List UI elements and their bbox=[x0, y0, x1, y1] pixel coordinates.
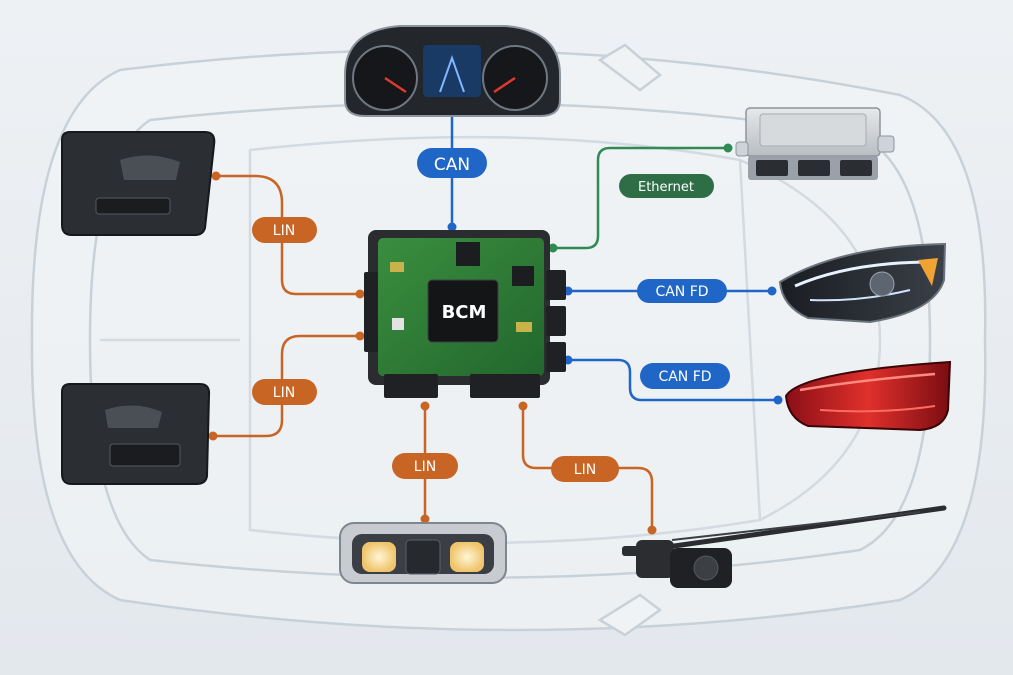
door-panel-icon bbox=[61, 131, 216, 236]
badge-door-front: LIN bbox=[252, 217, 317, 243]
badge-door-rear: LIN bbox=[252, 379, 317, 405]
headlamp-icon bbox=[778, 242, 947, 324]
gateway-ecu-icon bbox=[735, 107, 895, 180]
door-panel-icon bbox=[61, 383, 211, 485]
dome-light-icon bbox=[339, 522, 507, 584]
wiper-motor-icon bbox=[622, 505, 947, 588]
badge-wiper: LIN bbox=[551, 456, 619, 482]
badge-label-taillamp: CAN FD bbox=[658, 369, 711, 385]
wire-taillamp bbox=[566, 358, 778, 402]
badge-cluster: CAN bbox=[417, 148, 487, 178]
taillamp-icon bbox=[784, 360, 952, 432]
badge-gateway: Ethernet bbox=[619, 174, 714, 198]
instrument-cluster-icon bbox=[344, 25, 561, 117]
badge-label-headlamp: CAN FD bbox=[655, 284, 708, 300]
badge-taillamp: CAN FD bbox=[640, 363, 730, 389]
badge-label-gateway: Ethernet bbox=[638, 180, 694, 195]
bcm-module bbox=[364, 230, 566, 398]
badge-dome-light: LIN bbox=[392, 453, 458, 479]
badge-label-cluster: CAN bbox=[434, 155, 470, 175]
badge-headlamp: CAN FD bbox=[637, 279, 727, 303]
wire-gateway bbox=[553, 146, 728, 250]
badge-label-door-front: LIN bbox=[273, 223, 295, 239]
badge-label-dome-light: LIN bbox=[414, 459, 436, 475]
badge-label-door-rear: LIN bbox=[273, 385, 295, 401]
badge-label-wiper: LIN bbox=[574, 462, 596, 478]
bcm-label: BCM bbox=[442, 302, 487, 323]
